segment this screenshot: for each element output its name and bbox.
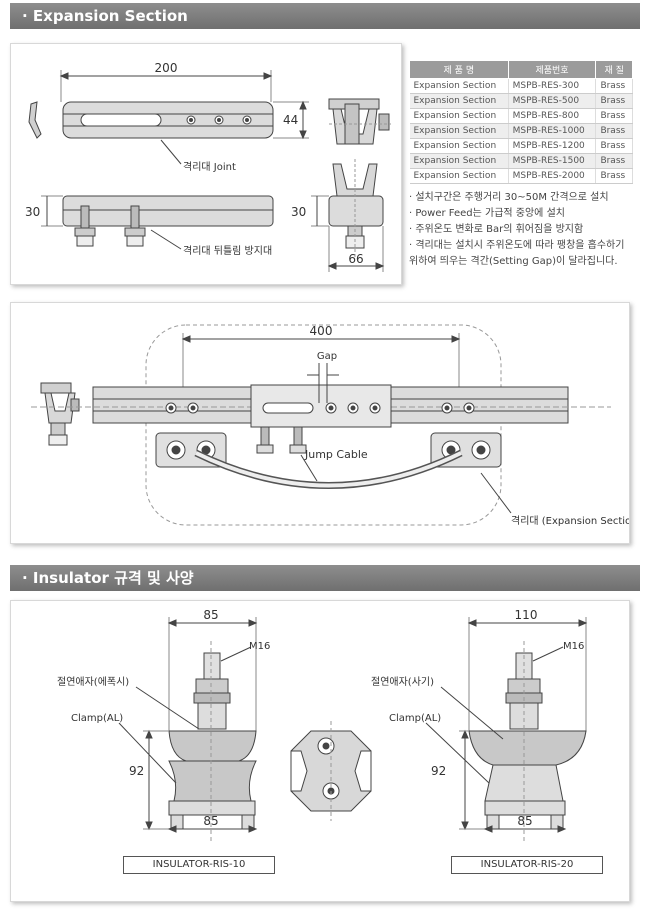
cell-name: Expansion Section (409, 108, 509, 124)
label-expansion: 격리대 (Expansion Section) (511, 514, 629, 527)
ins1-label-insulator: 절연애자(에폭시) (57, 675, 129, 688)
column-header: 제품번호 (507, 60, 597, 79)
cell-name: Expansion Section (409, 123, 509, 139)
cell-material: Brass (595, 93, 633, 109)
ins1-dim-height: 92 (129, 764, 144, 778)
ins1-dim-bottom: 85 (203, 814, 218, 828)
dim-height: 44 (283, 113, 298, 127)
dim-side-height: 30 (25, 205, 40, 219)
ins2-label-insulator: 절연애자(사기) (371, 675, 434, 688)
cell-material: Brass (595, 138, 633, 154)
cell-name: Expansion Section (409, 93, 509, 109)
dim-width: 66 (348, 252, 363, 266)
cell-code: MSPB-RES-300 (508, 78, 597, 94)
model-label-ris-20: INSULATOR-RIS-20 (451, 856, 603, 874)
installation-drawing-panel: 400 Gap Jump Cable 격리대 (Expansion Sectio… (10, 302, 642, 544)
section-header-expansion: · Expansion Section (10, 3, 640, 29)
label-gap: Gap (317, 351, 337, 362)
table-header-row: 제 품 명 제품번호 재 질 (409, 60, 633, 79)
cell-code: MSPB-RES-1200 (508, 138, 597, 154)
label-jump-cable: Jump Cable (304, 448, 368, 461)
column-header: 재 질 (595, 60, 633, 79)
dim-end-height: 30 (291, 205, 306, 219)
cell-material: Brass (595, 168, 633, 184)
cell-material: Brass (595, 78, 633, 94)
section-header-insulator: · Insulator 규격 및 사양 (10, 565, 640, 591)
cell-code: MSPB-RES-800 (508, 108, 597, 124)
cell-code: MSPB-RES-500 (508, 93, 597, 109)
expansion-drawing-panel: 200 44 격리대 Joint 30 격리대 뒤틀림 방지대 30 66 (10, 43, 402, 285)
ins2-bolt: M16 (563, 641, 584, 652)
cell-name: Expansion Section (409, 168, 509, 184)
ins2-label-clamp: Clamp(AL) (389, 713, 441, 724)
ins1-label-clamp: Clamp(AL) (71, 713, 123, 724)
ins1-dim-top: 85 (203, 608, 218, 622)
ins2-dim-top: 110 (515, 608, 538, 622)
ins1-bolt: M16 (249, 641, 270, 652)
note-item: 설치구간은 주행거리 30~50M 간격으로 설치 (409, 190, 645, 206)
insulator-drawing: 85 M16 절연애자(에폭시) Clamp(AL) 92 85 110 M16… (57, 608, 588, 841)
cell-material: Brass (595, 123, 633, 139)
note-item: Power Feed는 가급적 중앙에 설치 (409, 206, 645, 222)
note-item: 격리대는 설치시 주위온도에 따라 팽창을 흡수하기 (409, 238, 645, 254)
installation-drawing: 400 Gap Jump Cable 격리대 (Expansion Sectio… (31, 324, 642, 527)
cell-name: Expansion Section (409, 153, 509, 169)
ins2-dim-bottom: 85 (517, 814, 532, 828)
notes-list: 설치구간은 주행거리 30~50M 간격으로 설치 Power Feed는 가급… (409, 190, 645, 270)
expansion-part-drawing: 200 44 격리대 Joint 30 격리대 뒤틀림 방지대 30 66 (25, 61, 391, 272)
section-title: · Insulator 규격 및 사양 (22, 569, 194, 587)
note-item: 주위온도 변화로 Bar의 휘어짐을 방지함 (409, 222, 645, 238)
label-guard: 격리대 뒤틀림 방지대 (183, 244, 272, 257)
dim-length: 200 (155, 61, 178, 75)
note-item-continued: 위하여 띄우는 격간(Setting Gap)이 달라집니다. (409, 256, 618, 267)
cell-code: MSPB-RES-1500 (508, 153, 597, 169)
cell-name: Expansion Section (409, 138, 509, 154)
dim-length: 400 (310, 324, 333, 338)
cell-name: Expansion Section (409, 78, 509, 94)
cell-material: Brass (595, 108, 633, 124)
column-header: 제 품 명 (409, 60, 509, 79)
insulator-panel: 85 M16 절연애자(에폭시) Clamp(AL) 92 85 110 M16… (10, 600, 630, 902)
model-label-ris-10: INSULATOR-RIS-10 (123, 856, 275, 874)
cell-material: Brass (595, 153, 633, 169)
label-joint: 격리대 Joint (183, 160, 236, 173)
section-title: · Expansion Section (22, 7, 188, 25)
ins2-dim-height: 92 (431, 764, 446, 778)
cell-code: MSPB-RES-2000 (508, 168, 597, 184)
cell-code: MSPB-RES-1000 (508, 123, 597, 139)
